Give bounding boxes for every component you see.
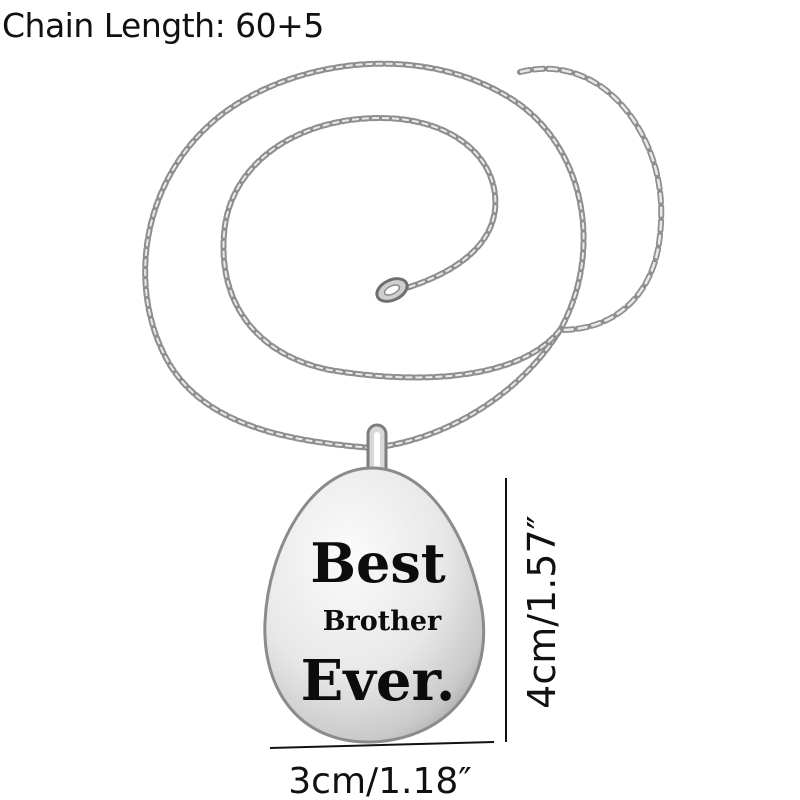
lobster-clasp [375,277,409,303]
teardrop-pendant [263,466,486,744]
width-dimension-label: 3cm/1.18″ [288,761,472,800]
engraving-line-best: Best [310,531,445,595]
chain-length-caption: Chain Length: 60+5 [2,6,324,45]
chain-inner-loop [220,114,563,381]
engraving-line-brother: Brother [323,606,442,637]
width-dimension-line [269,741,495,749]
engraving-line-ever: Ever. [301,648,456,714]
height-dimension-label: 4cm/1.57″ [520,515,564,709]
